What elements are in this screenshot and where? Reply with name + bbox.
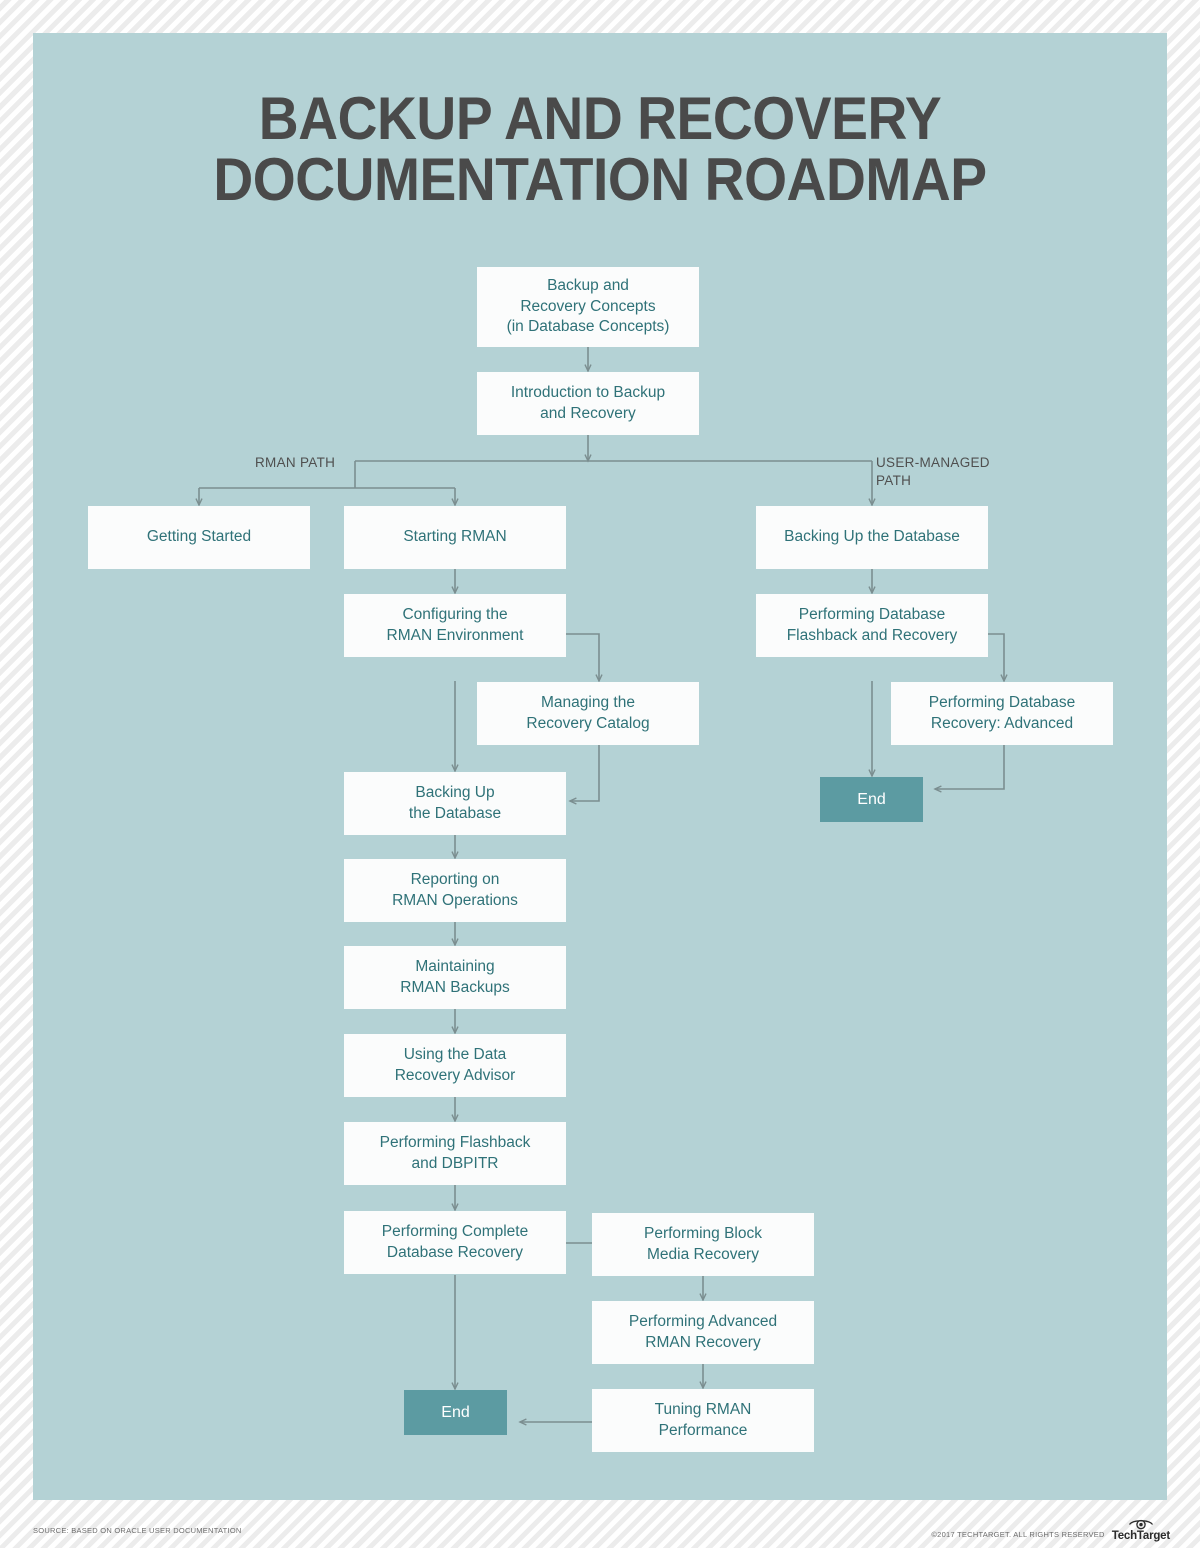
node-performing-database-flashback-and-recovery[interactable]: Performing Database Flashback and Recove…	[756, 594, 988, 657]
node-backup-recovery-concepts[interactable]: Backup and Recovery Concepts (in Databas…	[477, 267, 699, 347]
node-backing-up-the-database-rman[interactable]: Backing Up the Database	[344, 772, 566, 835]
techtarget-logo: TechTarget	[1112, 1518, 1170, 1543]
eye-icon	[1128, 1519, 1153, 1530]
node-configuring-the-rman-environment[interactable]: Configuring the RMAN Environment	[344, 594, 566, 657]
node-managing-the-recovery-catalog[interactable]: Managing the Recovery Catalog	[477, 682, 699, 745]
node-backing-up-the-database-user-managed[interactable]: Backing Up the Database	[756, 506, 988, 569]
footer: Source: Based on Oracle user documentati…	[0, 1514, 1200, 1548]
footer-right-group: ©2017 TechTarget. All rights reserved Te…	[931, 1518, 1170, 1543]
node-starting-rman[interactable]: Starting RMAN	[344, 506, 566, 569]
node-getting-started[interactable]: Getting Started	[88, 506, 310, 569]
node-end-user-managed-path[interactable]: End	[820, 777, 923, 822]
node-tuning-rman-performance[interactable]: Tuning RMAN Performance	[592, 1389, 814, 1452]
branch-label-rman-path: RMAN PATH	[255, 455, 336, 470]
flowchart-connectors	[33, 346, 1167, 1500]
node-performing-advanced-rman-recovery[interactable]: Performing Advanced RMAN Recovery	[592, 1301, 814, 1364]
page-title: Backup and Recovery Documentation Roadma…	[213, 85, 987, 214]
footer-copyright: ©2017 TechTarget. All rights reserved	[931, 1530, 1105, 1540]
footer-source-note: Source: Based on Oracle user documentati…	[33, 1526, 242, 1535]
node-introduction-to-backup-and-recovery[interactable]: Introduction to Backup and Recovery	[477, 372, 699, 435]
node-end-rman-path[interactable]: End	[404, 1390, 507, 1435]
node-performing-database-recovery-advanced[interactable]: Performing Database Recovery: Advanced	[891, 682, 1113, 745]
branch-label-user-managed-path: USER-MANAGED PATH	[876, 455, 990, 489]
node-performing-complete-database-recovery[interactable]: Performing Complete Database Recovery	[344, 1211, 566, 1274]
flowchart-canvas: RMAN PATH USER-MANAGED PATH Backup and R…	[33, 33, 1167, 1500]
node-reporting-on-rman-operations[interactable]: Reporting on RMAN Operations	[344, 859, 566, 922]
techtarget-wordmark: TechTarget	[1111, 1530, 1170, 1542]
poster-card: Backup and Recovery Documentation Roadma…	[33, 33, 1167, 1500]
node-using-the-data-recovery-advisor[interactable]: Using the Data Recovery Advisor	[344, 1034, 566, 1097]
node-performing-flashback-and-dbpitr[interactable]: Performing Flashback and DBPITR	[344, 1122, 566, 1185]
node-maintaining-rman-backups[interactable]: Maintaining RMAN Backups	[344, 946, 566, 1009]
node-performing-block-media-recovery[interactable]: Performing Block Media Recovery	[592, 1213, 814, 1276]
